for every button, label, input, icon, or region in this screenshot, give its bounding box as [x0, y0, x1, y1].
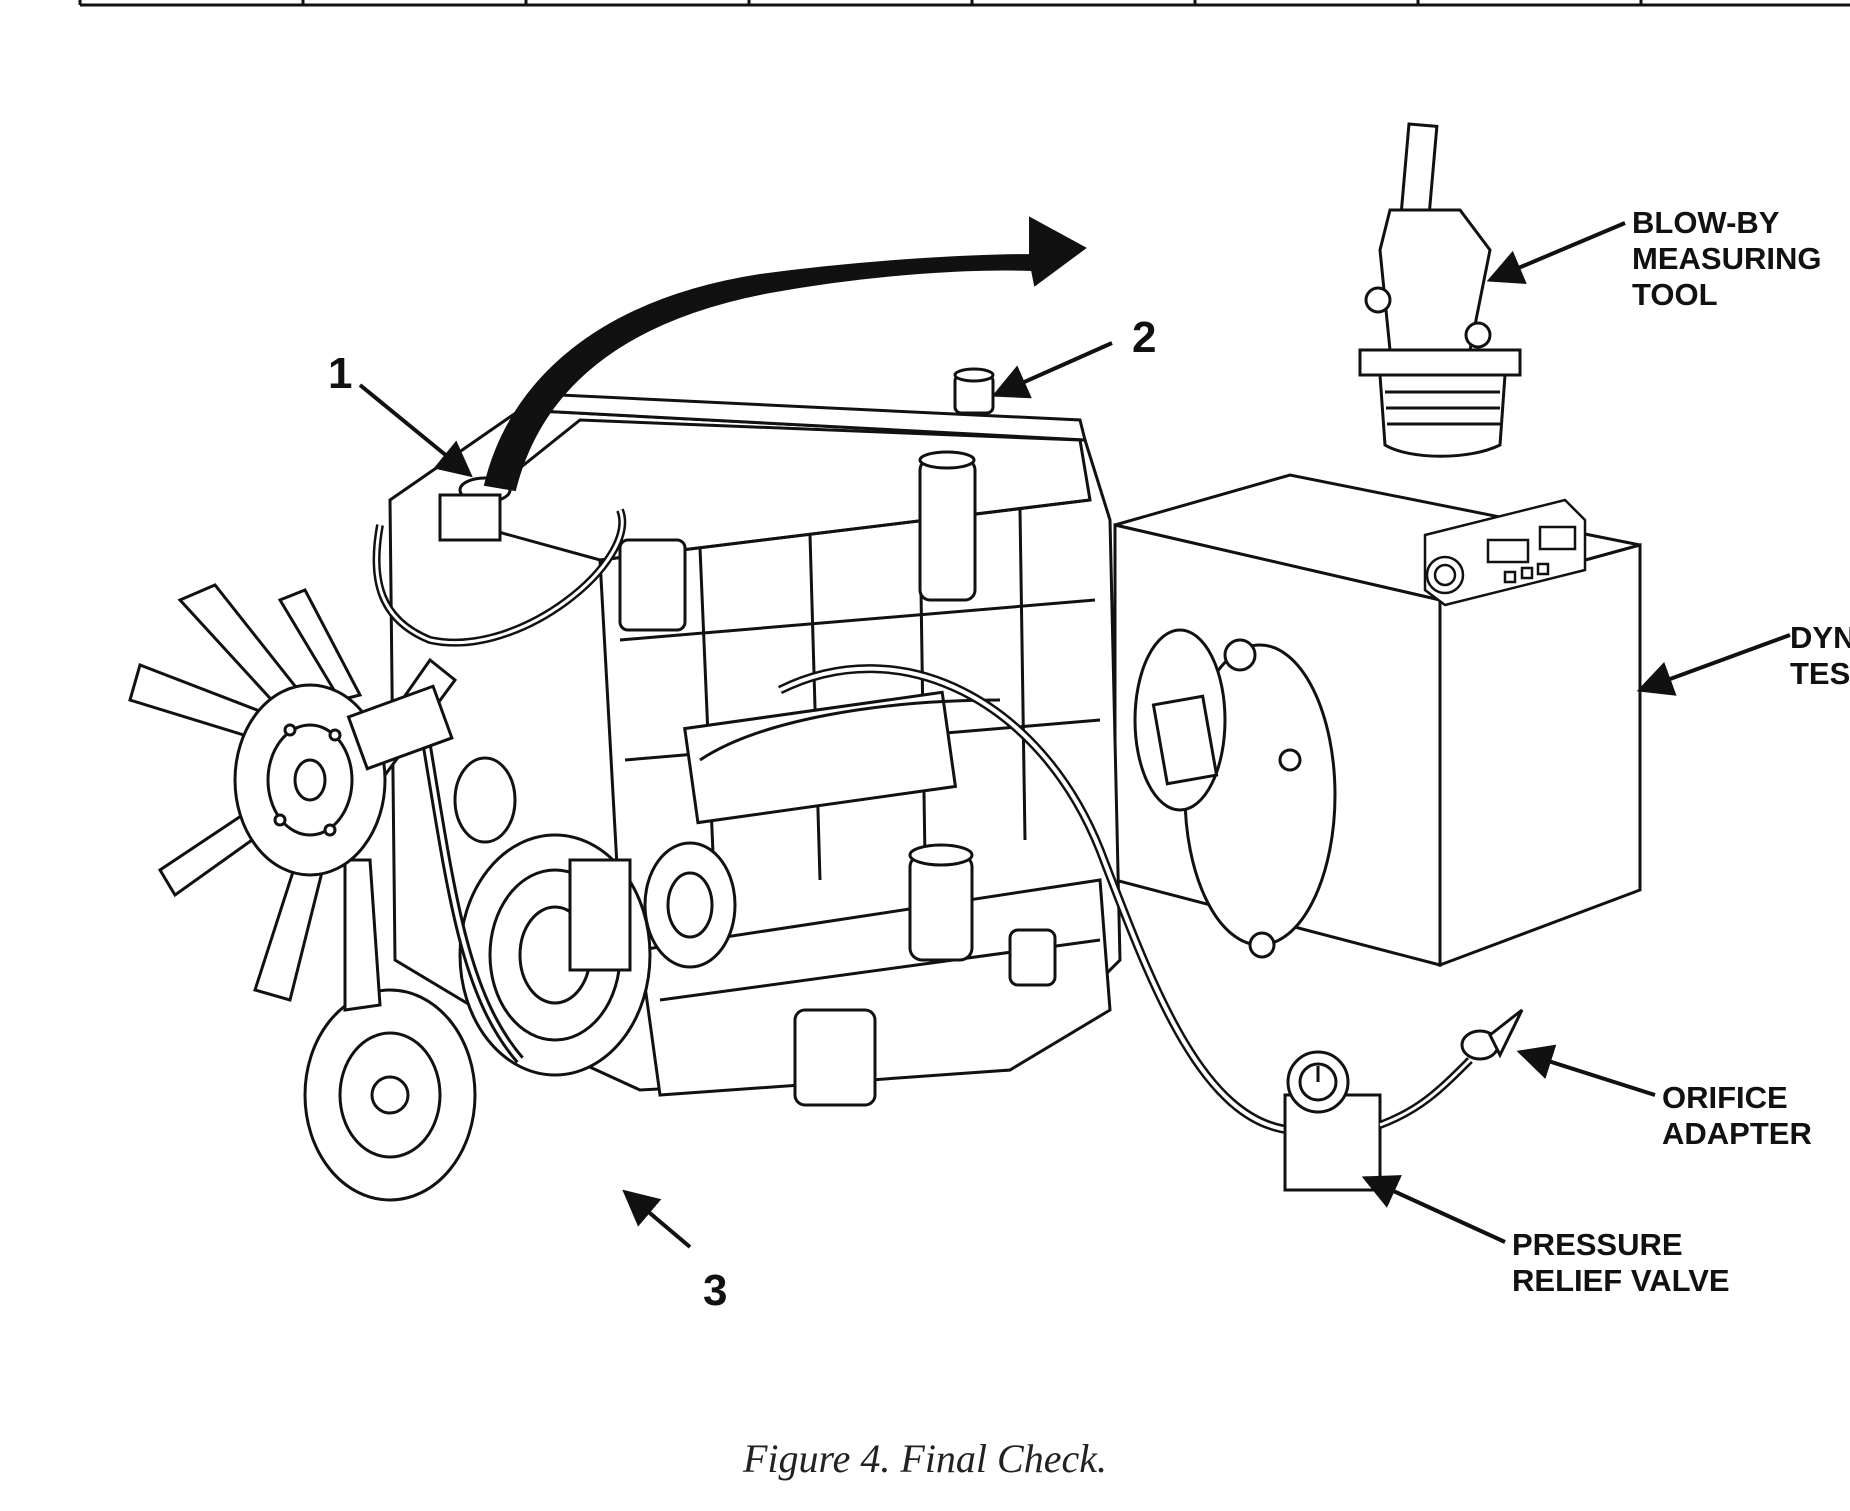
direction-arrow: [483, 216, 1087, 492]
adapter-line: [1378, 1057, 1473, 1129]
label-orifice-line2: ADAPTER: [1662, 1116, 1812, 1151]
table-remnant: [78, 0, 1850, 7]
dyno-control-panel: [1423, 498, 1587, 607]
label-orifice-line1: ORIFICE: [1662, 1080, 1788, 1115]
fuel-pump-assembly: [618, 450, 1057, 1107]
label-blowby-line3: TOOL: [1632, 277, 1718, 312]
label-blowby-line2: MEASURING: [1632, 241, 1821, 276]
belt-drive: [303, 704, 737, 1202]
blowby-measuring-tool: [1358, 122, 1522, 458]
callout-item-1: 1: [328, 349, 352, 398]
orifice-adapter: [1460, 1008, 1524, 1061]
pressure-relief-valve: [1283, 1050, 1382, 1192]
cooling-fan: [128, 583, 458, 1012]
flywheel-housing: [1133, 628, 1337, 959]
crankcase-breather-fitting: [372, 476, 627, 647]
label-relief-line1: PRESSURE: [1512, 1227, 1683, 1262]
label-dyno-line2: TEST: [1790, 656, 1850, 691]
leader-lines: [358, 221, 1791, 1249]
oil-filler-cap: [953, 367, 995, 415]
label-blowby-line1: BLOW-BY: [1632, 205, 1780, 240]
callout-item-2: 2: [1132, 313, 1156, 362]
figure-caption: Figure 4. Final Check.: [743, 1436, 1107, 1481]
label-dyno-line1: DYN: [1790, 620, 1850, 655]
callout-item-3: 3: [703, 1266, 727, 1315]
label-relief-line2: RELIEF VALVE: [1512, 1263, 1730, 1298]
